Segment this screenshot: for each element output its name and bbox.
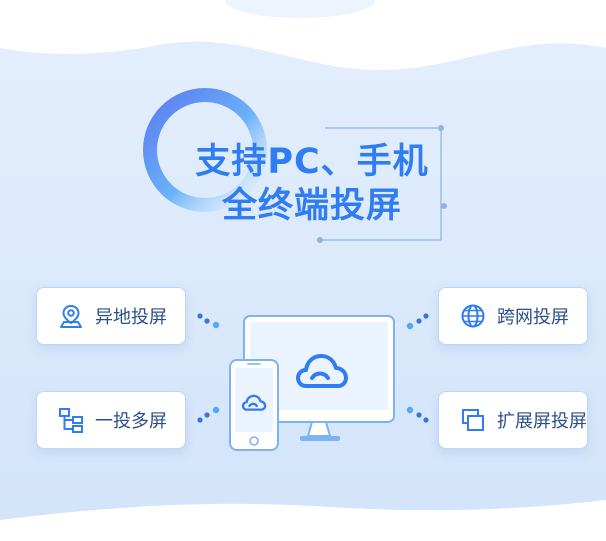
connector-dots-bottom-right bbox=[406, 406, 429, 423]
feature-label: 异地投屏 bbox=[95, 307, 167, 328]
connector-dots-bottom-left bbox=[197, 406, 220, 423]
cloud-icon bbox=[241, 394, 267, 411]
connector-dots-top-left bbox=[197, 313, 220, 329]
feature-label: 跨网投屏 bbox=[497, 307, 569, 328]
cloud-icon bbox=[296, 354, 348, 388]
hierarchy-icon bbox=[59, 408, 83, 433]
headline-line-1: 支持PC、手机 bbox=[195, 142, 429, 182]
feature-card-multi-screen: 一投多屏 bbox=[36, 391, 186, 449]
feature-card-remote: 异地投屏 bbox=[36, 287, 186, 345]
phone-illustration bbox=[229, 359, 279, 451]
windows-icon bbox=[462, 409, 484, 431]
location-pin-icon bbox=[60, 304, 82, 328]
feature-label: 一投多屏 bbox=[95, 411, 167, 432]
headline: 支持PC、手机 全终端投屏 bbox=[192, 140, 432, 228]
connector-dots-top-right bbox=[406, 313, 429, 330]
headline-line-2: 全终端投屏 bbox=[221, 186, 402, 226]
globe-icon bbox=[461, 304, 485, 328]
feature-label: 扩展屏投屏 bbox=[497, 411, 587, 432]
monitor-illustration bbox=[243, 315, 395, 441]
feature-card-cross-network: 跨网投屏 bbox=[438, 287, 588, 345]
feature-card-extended-screen: 扩展屏投屏 bbox=[438, 391, 588, 449]
